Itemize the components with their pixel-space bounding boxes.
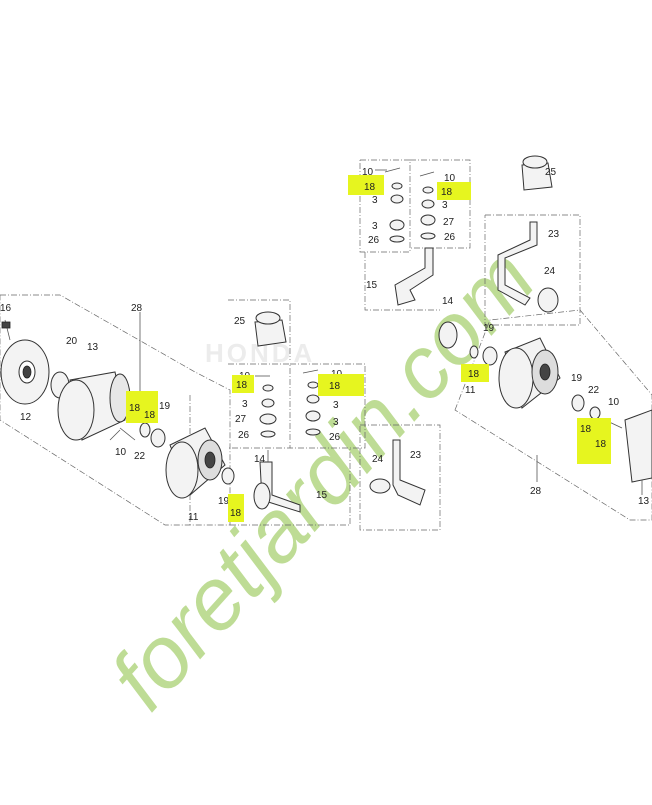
callout: 3 bbox=[372, 195, 378, 206]
highlight-box bbox=[461, 364, 489, 382]
highlight-box bbox=[577, 418, 611, 464]
callout: 23 bbox=[410, 450, 422, 461]
highlight-18: 18 bbox=[580, 424, 592, 435]
bolt-16 bbox=[1, 321, 11, 329]
washer bbox=[139, 422, 151, 438]
callout: 25 bbox=[234, 316, 246, 327]
arm-15-right bbox=[394, 247, 458, 349]
callout: 3 bbox=[333, 400, 339, 411]
callout: 24 bbox=[544, 266, 556, 277]
washer-22 bbox=[589, 406, 601, 420]
callout: 27 bbox=[235, 414, 247, 425]
callout: 24 bbox=[372, 454, 384, 465]
highlight-18: 18 bbox=[230, 508, 242, 519]
highlight-18: 18 bbox=[129, 403, 141, 414]
washer-19d bbox=[571, 394, 585, 412]
drum-13-right bbox=[624, 409, 652, 483]
drum-13 bbox=[57, 371, 131, 441]
washer-right bbox=[469, 345, 479, 359]
highlight-18: 18 bbox=[144, 410, 156, 421]
callout: 12 bbox=[20, 412, 32, 423]
callout: 14 bbox=[442, 296, 454, 307]
highlight-box bbox=[228, 494, 244, 522]
callout: 16 bbox=[0, 303, 12, 314]
frame-top-mid bbox=[410, 159, 471, 249]
callout: 19 bbox=[159, 401, 171, 412]
callout: 15 bbox=[366, 280, 378, 291]
lever-23-right bbox=[497, 221, 559, 313]
highlight-box bbox=[232, 375, 254, 393]
highlight-box bbox=[437, 182, 471, 200]
leader-lines bbox=[109, 169, 643, 495]
frame-lever-left bbox=[359, 424, 441, 531]
watermark-text: foretjardin.com bbox=[91, 229, 554, 728]
callout: 10 bbox=[608, 397, 620, 408]
highlight-18: 18 bbox=[468, 369, 480, 380]
arm-15-left bbox=[253, 461, 301, 513]
highlight-box bbox=[348, 175, 384, 195]
frame-small-mid bbox=[290, 363, 366, 449]
small-parts-top-mid bbox=[419, 171, 436, 240]
callout: 23 bbox=[548, 229, 560, 240]
callout: 25 bbox=[545, 167, 557, 178]
clutch-11-right bbox=[498, 337, 561, 409]
callout: 26 bbox=[329, 432, 341, 443]
callout: 11 bbox=[188, 512, 199, 523]
frame-right bbox=[454, 309, 652, 521]
callout: 20 bbox=[66, 336, 78, 347]
frame-small-left bbox=[228, 363, 291, 449]
callout: 19 bbox=[483, 323, 495, 334]
highlight-box bbox=[126, 391, 158, 423]
lever-23-left bbox=[369, 439, 426, 506]
frame-top-left bbox=[359, 159, 411, 253]
callout: 26 bbox=[368, 235, 380, 246]
cap-25-right bbox=[521, 155, 553, 191]
highlight-18: 18 bbox=[329, 381, 341, 392]
callout: 3 bbox=[333, 417, 339, 428]
backing-plate bbox=[0, 339, 50, 405]
frame-cap bbox=[228, 299, 291, 360]
callout: 10 bbox=[115, 447, 127, 458]
callout: 3 bbox=[242, 399, 248, 410]
callout: 10 bbox=[362, 167, 374, 178]
callout: 19 bbox=[571, 373, 583, 384]
callout: 10 bbox=[444, 173, 456, 184]
callout: 15 bbox=[316, 490, 328, 501]
frame-left bbox=[0, 294, 231, 526]
callout: 27 bbox=[443, 217, 455, 228]
watermark: foretjardin.com bbox=[91, 229, 554, 728]
callout: 26 bbox=[444, 232, 456, 243]
callout: 3 bbox=[372, 221, 378, 232]
pin-10 bbox=[119, 427, 136, 441]
washer-19b bbox=[221, 467, 235, 485]
callout: 14 bbox=[254, 454, 266, 465]
callout: 13 bbox=[87, 342, 99, 353]
highlight-18: 18 bbox=[364, 182, 376, 193]
highlight-18: 18 bbox=[441, 187, 453, 198]
frame-arm-right bbox=[364, 252, 440, 311]
callout: 28 bbox=[131, 303, 143, 314]
callout: 28 bbox=[530, 486, 542, 497]
highlight-box bbox=[318, 374, 364, 396]
highlight-18: 18 bbox=[236, 380, 248, 391]
callout: 19 bbox=[218, 496, 230, 507]
washer-19 bbox=[150, 428, 166, 448]
clutch-11-left bbox=[165, 427, 226, 499]
small-parts-top-left bbox=[384, 167, 405, 243]
callout: 13 bbox=[638, 496, 650, 507]
callout: 3 bbox=[442, 200, 448, 211]
highlight-18: 18 bbox=[595, 439, 607, 450]
callout: 22 bbox=[134, 451, 146, 462]
small-parts-mid bbox=[302, 369, 321, 436]
highlighted-callouts: 18 18 18 18 18 18 18 18 18 18 bbox=[126, 175, 611, 522]
small-parts-left bbox=[255, 375, 277, 438]
washer-19c bbox=[482, 346, 498, 366]
callout: 26 bbox=[238, 430, 250, 441]
cap-25-left bbox=[254, 311, 287, 347]
frame-lever-right bbox=[484, 214, 581, 326]
callout: 11 bbox=[465, 385, 476, 396]
callout: 22 bbox=[588, 385, 600, 396]
